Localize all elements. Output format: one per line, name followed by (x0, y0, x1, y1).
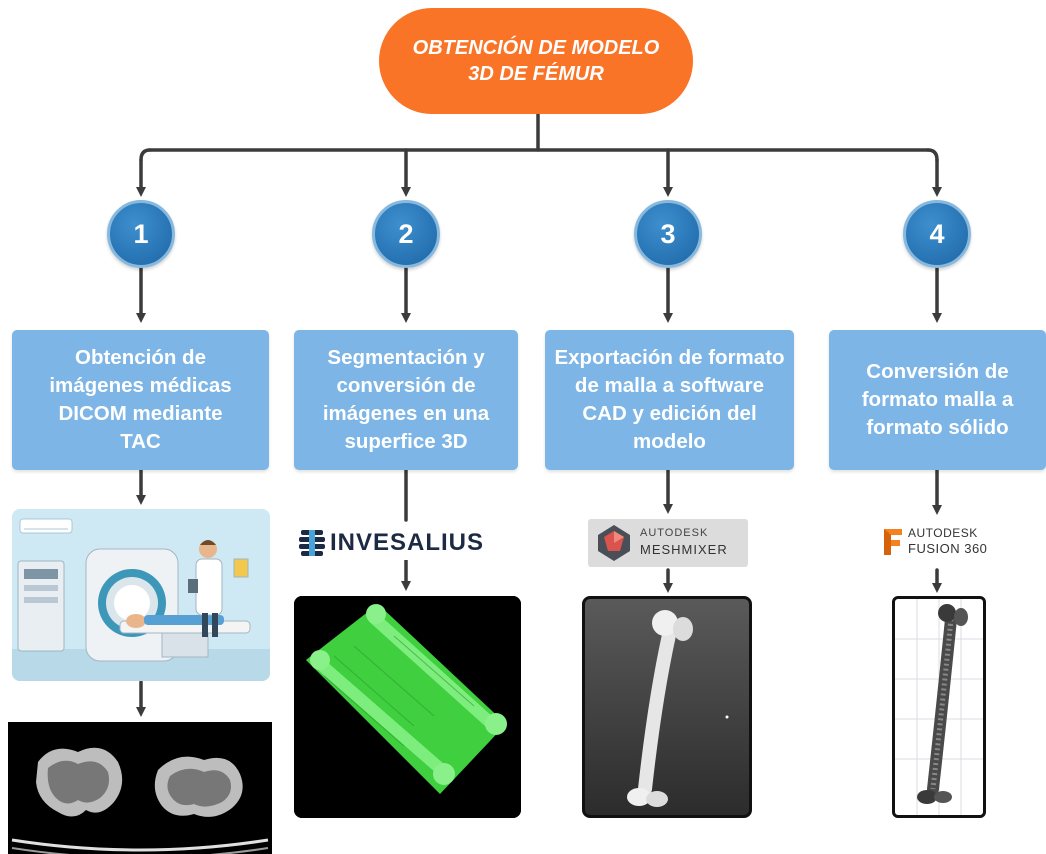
green-femur-mesh-image (294, 596, 521, 818)
ct-slice-knee-icon (8, 722, 272, 854)
invesalius-logo-icon (299, 530, 325, 556)
step-2-box: Segmentación y conversión de imágenes en… (294, 330, 518, 470)
ct-scanner-illustration (12, 509, 270, 681)
title-line-1: OBTENCIÓN DE MODELO (412, 37, 660, 59)
step-3-box: Exportación de formato de malla a softwa… (545, 330, 794, 470)
branch-curve-1 (139, 148, 152, 162)
fusion360-product-text: FUSION 360 (908, 541, 988, 556)
title-line-2: 3D DE FÉMUR (468, 63, 604, 85)
title-pill: OBTENCIÓN DE MODELO 3D DE FÉMUR (379, 8, 693, 114)
fusion360-brand-text: AUTODESK (908, 526, 978, 540)
step-1-text: Obtención de imágenes médicas DICOM medi… (49, 346, 232, 453)
fusion360-logo: AUTODESK FUSION 360 (882, 524, 1002, 560)
femur-wireframe-icon (895, 599, 983, 815)
invesalius-logo-text: INVESALIUS (330, 529, 485, 556)
ct-slice-image (8, 722, 272, 854)
meshmixer-logo: AUTODESK MESHMIXER (588, 519, 748, 567)
invesalius-logo: INVESALIUS (296, 526, 526, 560)
meshmixer-brand-text: AUTODESK (640, 527, 709, 539)
step-3-number-circle: 3 (634, 200, 702, 268)
femur-render-image (582, 596, 752, 818)
meshmixer-logo-icon (598, 525, 630, 561)
step-2-number-circle: 2 (372, 200, 440, 268)
step-4-number-circle: 4 (903, 200, 971, 268)
fusion360-logo-icon (884, 529, 902, 555)
step-3-text: Exportación de formato de malla a softwa… (554, 346, 785, 453)
title-text: OBTENCIÓN DE MODELO 3D DE FÉMUR (401, 35, 671, 87)
meshmixer-product-text: MESHMIXER (640, 542, 728, 557)
green-femur-mesh-icon (294, 596, 521, 818)
femur-render-icon (627, 610, 729, 807)
femur-wireframe-image (892, 596, 986, 818)
step-4-box: Conversión de formato malla a formato só… (829, 330, 1046, 470)
step-1-box: Obtención de imágenes médicas DICOM medi… (12, 330, 269, 470)
branch-curve-4 (926, 148, 939, 162)
step-2-text: Segmentación y conversión de imágenes en… (322, 346, 490, 453)
step-4-text: Conversión de formato malla a formato só… (861, 360, 1014, 439)
ct-scanner-icon (12, 509, 270, 681)
step-1-number-circle: 1 (107, 200, 175, 268)
